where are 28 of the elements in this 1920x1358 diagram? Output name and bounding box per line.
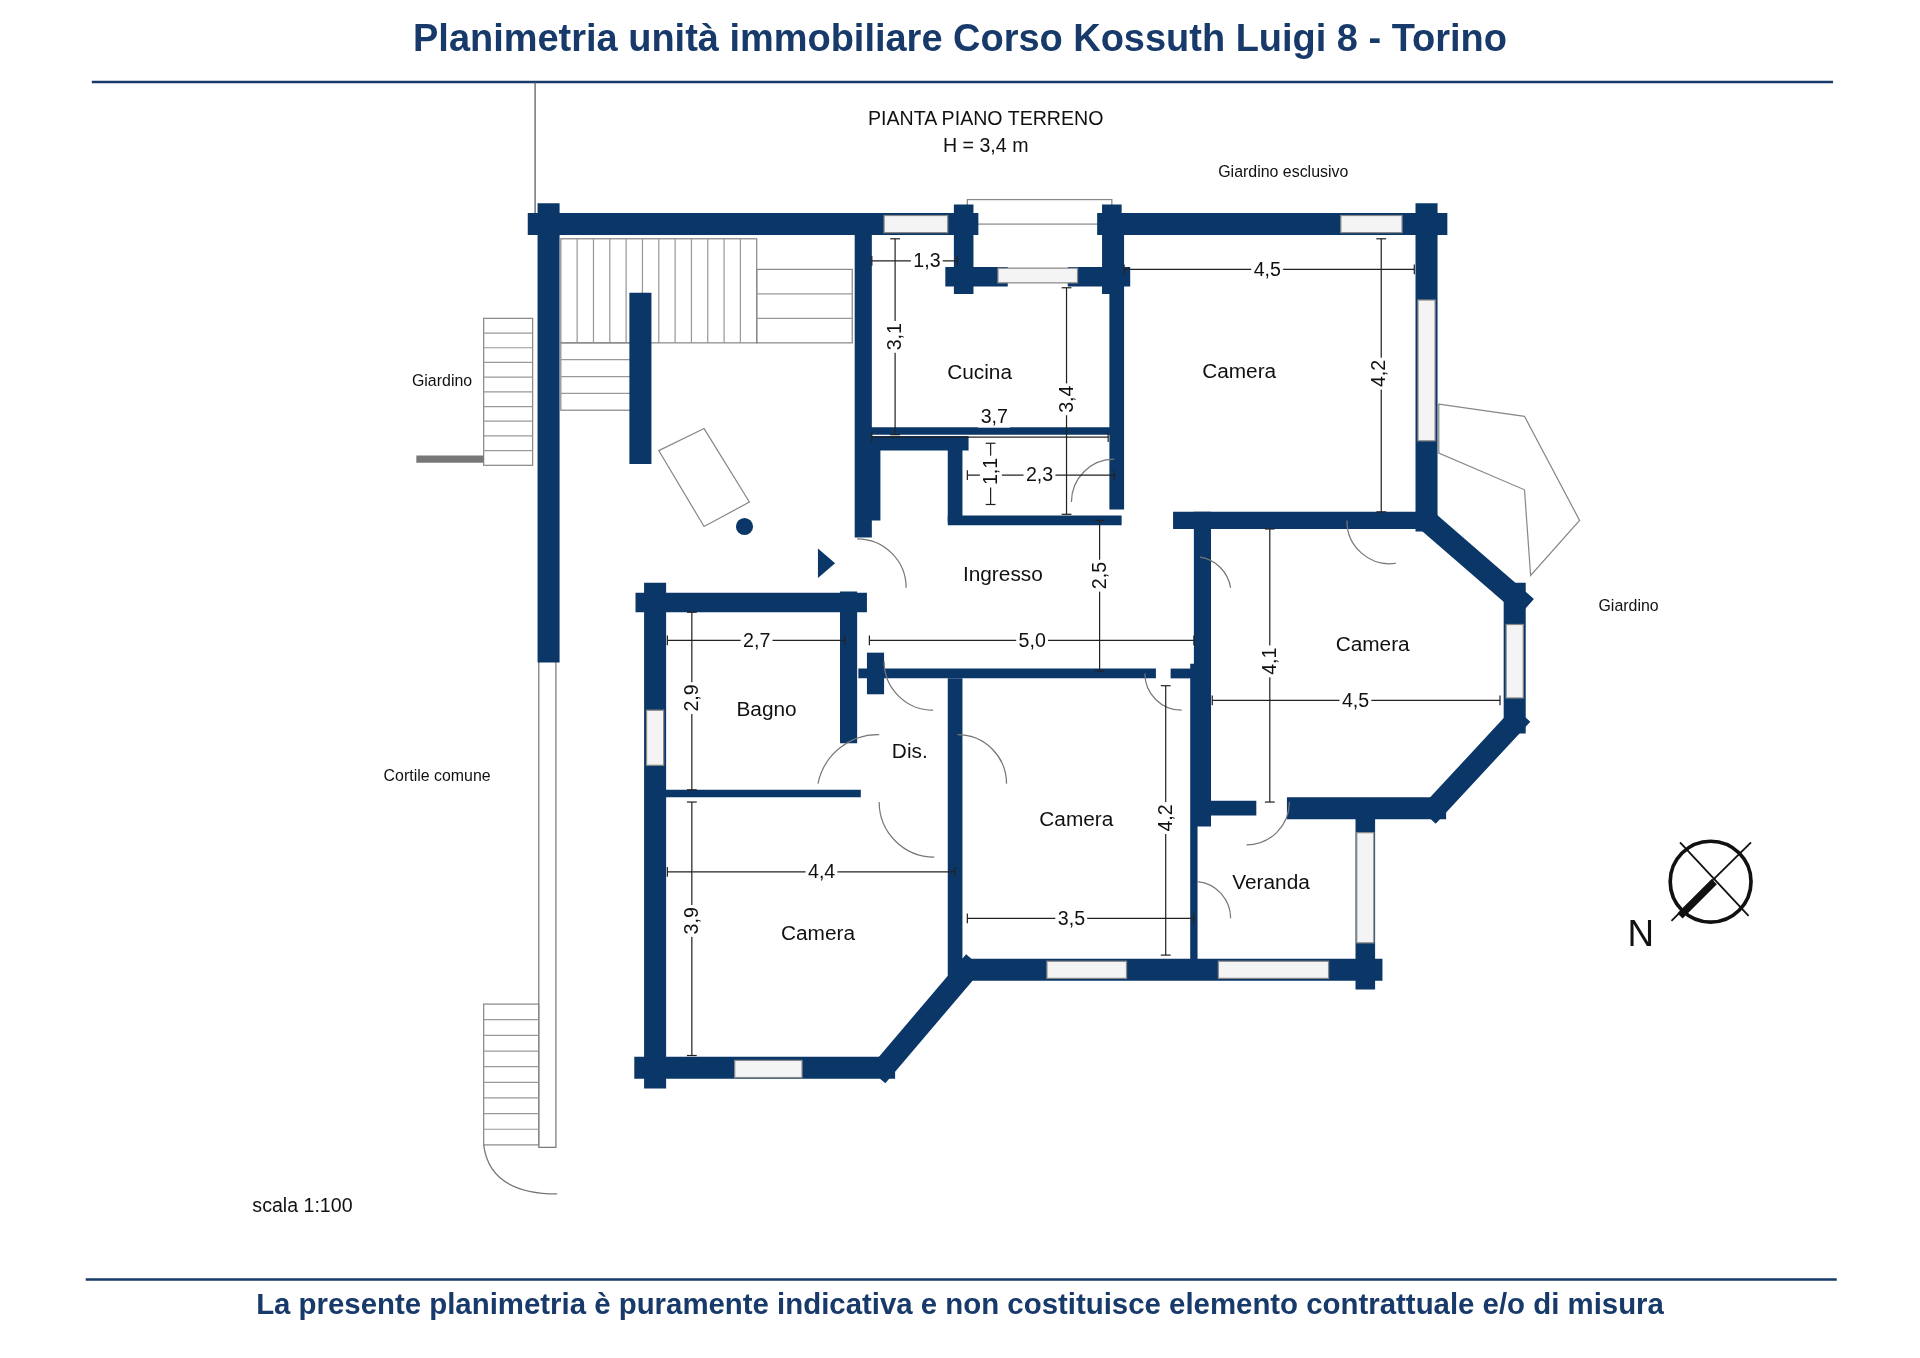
dimension-value: 4,4	[805, 861, 838, 883]
room-label: Cucina	[947, 362, 1012, 385]
north-label: N	[1627, 912, 1655, 954]
dimension-value: 1,1	[979, 455, 1002, 488]
area-label: Giardino	[411, 372, 473, 390]
area-label: Giardino	[1598, 597, 1659, 615]
room-label: Camera	[1335, 633, 1410, 657]
plan-heading: PIANTA PIANO TERRENO	[867, 108, 1104, 130]
room-label: Dis.	[891, 740, 928, 764]
disclaimer-caption: La presente planimetria è puramente indicativa e non costituisce elemento contrattuale e/o di misura	[255, 1286, 1665, 1322]
height-note: H = 3,4 m	[942, 134, 1029, 157]
room-label: Camera	[780, 922, 855, 946]
dimension-value: 1,3	[910, 250, 943, 272]
dimension-value: 3,1	[884, 320, 906, 353]
page-title: Planimetria unità immobiliare Corso Kossuth Luigi 8 - Torino	[412, 17, 1508, 62]
dimension-value: 2,3	[1023, 464, 1056, 486]
room-label: Camera	[1039, 808, 1114, 832]
dimension-value: 4,2	[1368, 357, 1390, 390]
area-label: Giardino esclusivo	[1218, 163, 1349, 182]
room-label: Bagno	[736, 698, 797, 722]
room-label: Veranda	[1232, 871, 1310, 895]
dimension-value: 2,9	[681, 681, 703, 715]
area-label: Cortile comune	[383, 767, 491, 786]
room-label: Camera	[1202, 360, 1277, 384]
room-label: Ingresso	[962, 564, 1043, 587]
scale-note: scala 1:100	[252, 1195, 353, 1217]
dimension-value: 4,1	[1259, 645, 1281, 678]
dimension-value: 3,9	[681, 904, 703, 937]
